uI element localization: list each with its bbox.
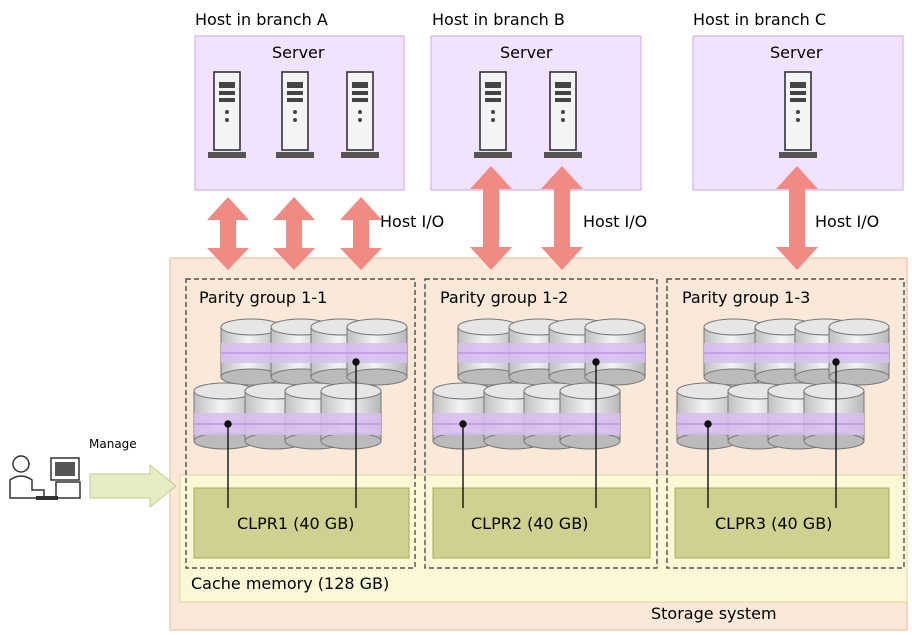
cache-memory-label: Cache memory (128 GB) (191, 574, 390, 593)
host-label-a: Host in branch A (195, 10, 328, 29)
server-icon (778, 71, 818, 159)
server-icon (207, 71, 247, 159)
clpr-box (193, 487, 410, 559)
manage-arrow (89, 463, 177, 509)
server-icon (340, 71, 380, 159)
parity-group-label: Parity group 1-2 (440, 288, 569, 307)
clpr-label: CLPR2 (40 GB) (471, 514, 589, 533)
disk-stack-front (193, 382, 382, 450)
server-label: Server (272, 43, 325, 62)
storage-system-label: Storage system (651, 604, 777, 623)
parity-group-box (424, 278, 658, 569)
parity-group-box (185, 278, 416, 569)
server-icon (543, 71, 583, 159)
parity-group-label: Parity group 1-1 (199, 288, 328, 307)
clpr-label: CLPR3 (40 GB) (715, 514, 833, 533)
host-io-label: Host I/O (380, 212, 445, 231)
host-io-label: Host I/O (583, 212, 648, 231)
admin-pc-icon (9, 455, 81, 500)
host-io-arrows (207, 166, 818, 270)
server-label: Server (770, 43, 823, 62)
host-box-b (430, 35, 642, 191)
parity-group-box (666, 278, 905, 569)
manage-label: Manage (89, 437, 137, 451)
clpr-connectors (224, 358, 840, 508)
server-label: Server (500, 43, 553, 62)
host-label-b: Host in branch B (432, 10, 565, 29)
parity-group-label: Parity group 1-3 (682, 288, 811, 307)
host-io-label: Host I/O (815, 212, 880, 231)
clpr-label: CLPR1 (40 GB) (237, 514, 355, 533)
server-icon (473, 71, 513, 159)
disk-stack-front (432, 382, 621, 450)
server-icon (275, 71, 315, 159)
disk-stack-back (703, 318, 890, 386)
disk-stack-back (220, 318, 408, 386)
clpr-box (674, 487, 890, 559)
clpr-box (432, 487, 651, 559)
host-label-c: Host in branch C (693, 10, 827, 29)
disk-stack-back (457, 318, 646, 386)
